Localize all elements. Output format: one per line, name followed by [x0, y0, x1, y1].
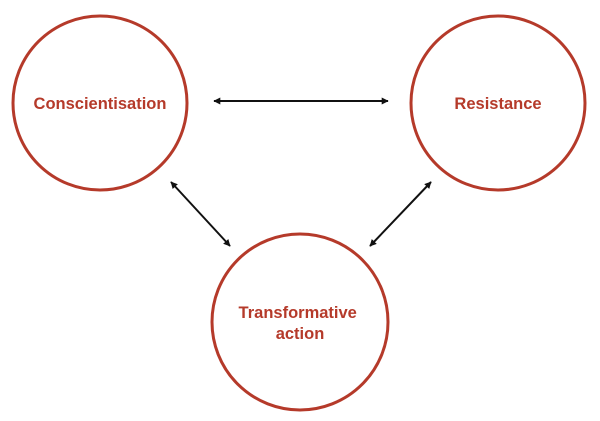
node-transformative-action-label-line-2: action	[276, 325, 325, 343]
node-conscientisation: Conscientisation	[11, 14, 189, 192]
node-transformative-action: Transformative action	[210, 232, 390, 412]
node-resistance-label: Resistance	[454, 95, 541, 113]
node-transformative-action-circle	[210, 232, 390, 412]
node-resistance: Resistance	[409, 14, 587, 192]
node-conscientisation-label: Conscientisation	[34, 95, 167, 113]
node-transformative-action-label: Transformative action	[239, 304, 362, 343]
arrow-resistance-transformative-action	[369, 181, 432, 247]
node-transformative-action-label-line-1: Transformative	[239, 304, 357, 322]
connectors	[170, 97, 432, 247]
node-resistance-circle	[409, 14, 587, 192]
arrow-conscientisation-transformative-action	[170, 181, 231, 247]
node-conscientisation-circle	[11, 14, 189, 192]
